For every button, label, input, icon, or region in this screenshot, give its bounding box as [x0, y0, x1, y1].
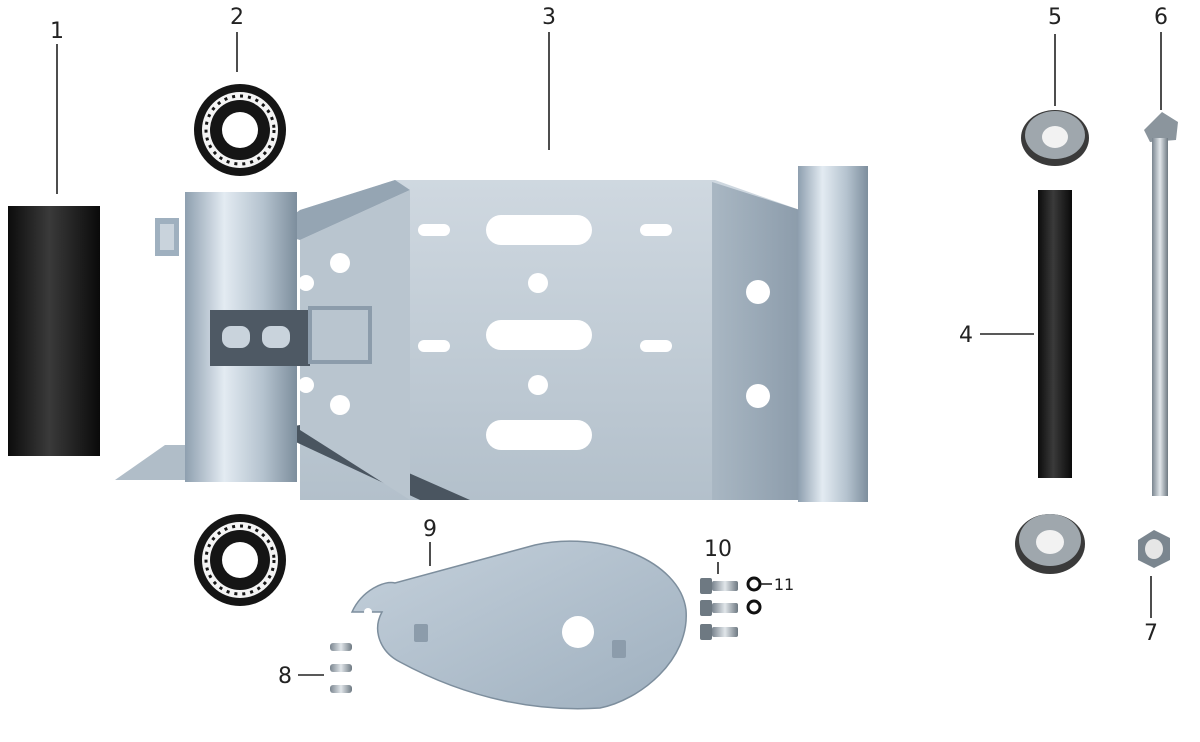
part-5-washer-top [1021, 110, 1089, 166]
callout-2: 2 [230, 5, 244, 30]
callout-10: 10 [704, 537, 732, 562]
part-11-small-washers [746, 576, 762, 615]
callout-1: 1 [50, 19, 64, 44]
part-5-washer-bottom [1015, 514, 1085, 574]
part-2-needle-bearing-bottom [194, 514, 286, 606]
callout-4: 4 [959, 323, 973, 348]
callout-labels: 1 2 3 4 5 6 7 8 9 10 11 [50, 5, 1168, 689]
part-1-rubber-sleeve [8, 206, 100, 456]
callout-9: 9 [423, 517, 437, 542]
part-4-long-bushing [1038, 190, 1072, 478]
callout-3: 3 [542, 5, 556, 30]
part-3-swingarm-frame [115, 166, 868, 502]
part-6-long-bolt [1144, 112, 1178, 496]
leader-lines [56, 32, 1162, 676]
part-2-needle-bearing-top [194, 84, 286, 176]
part-10-bolts [700, 578, 738, 640]
part-7-nut [1138, 530, 1170, 568]
callout-6: 6 [1154, 5, 1168, 30]
callout-7: 7 [1144, 621, 1158, 646]
callout-11: 11 [774, 575, 794, 594]
part-9-chain-cover [350, 540, 687, 710]
callout-5: 5 [1048, 5, 1062, 30]
part-8-screws [330, 643, 352, 693]
callout-8: 8 [278, 664, 292, 689]
